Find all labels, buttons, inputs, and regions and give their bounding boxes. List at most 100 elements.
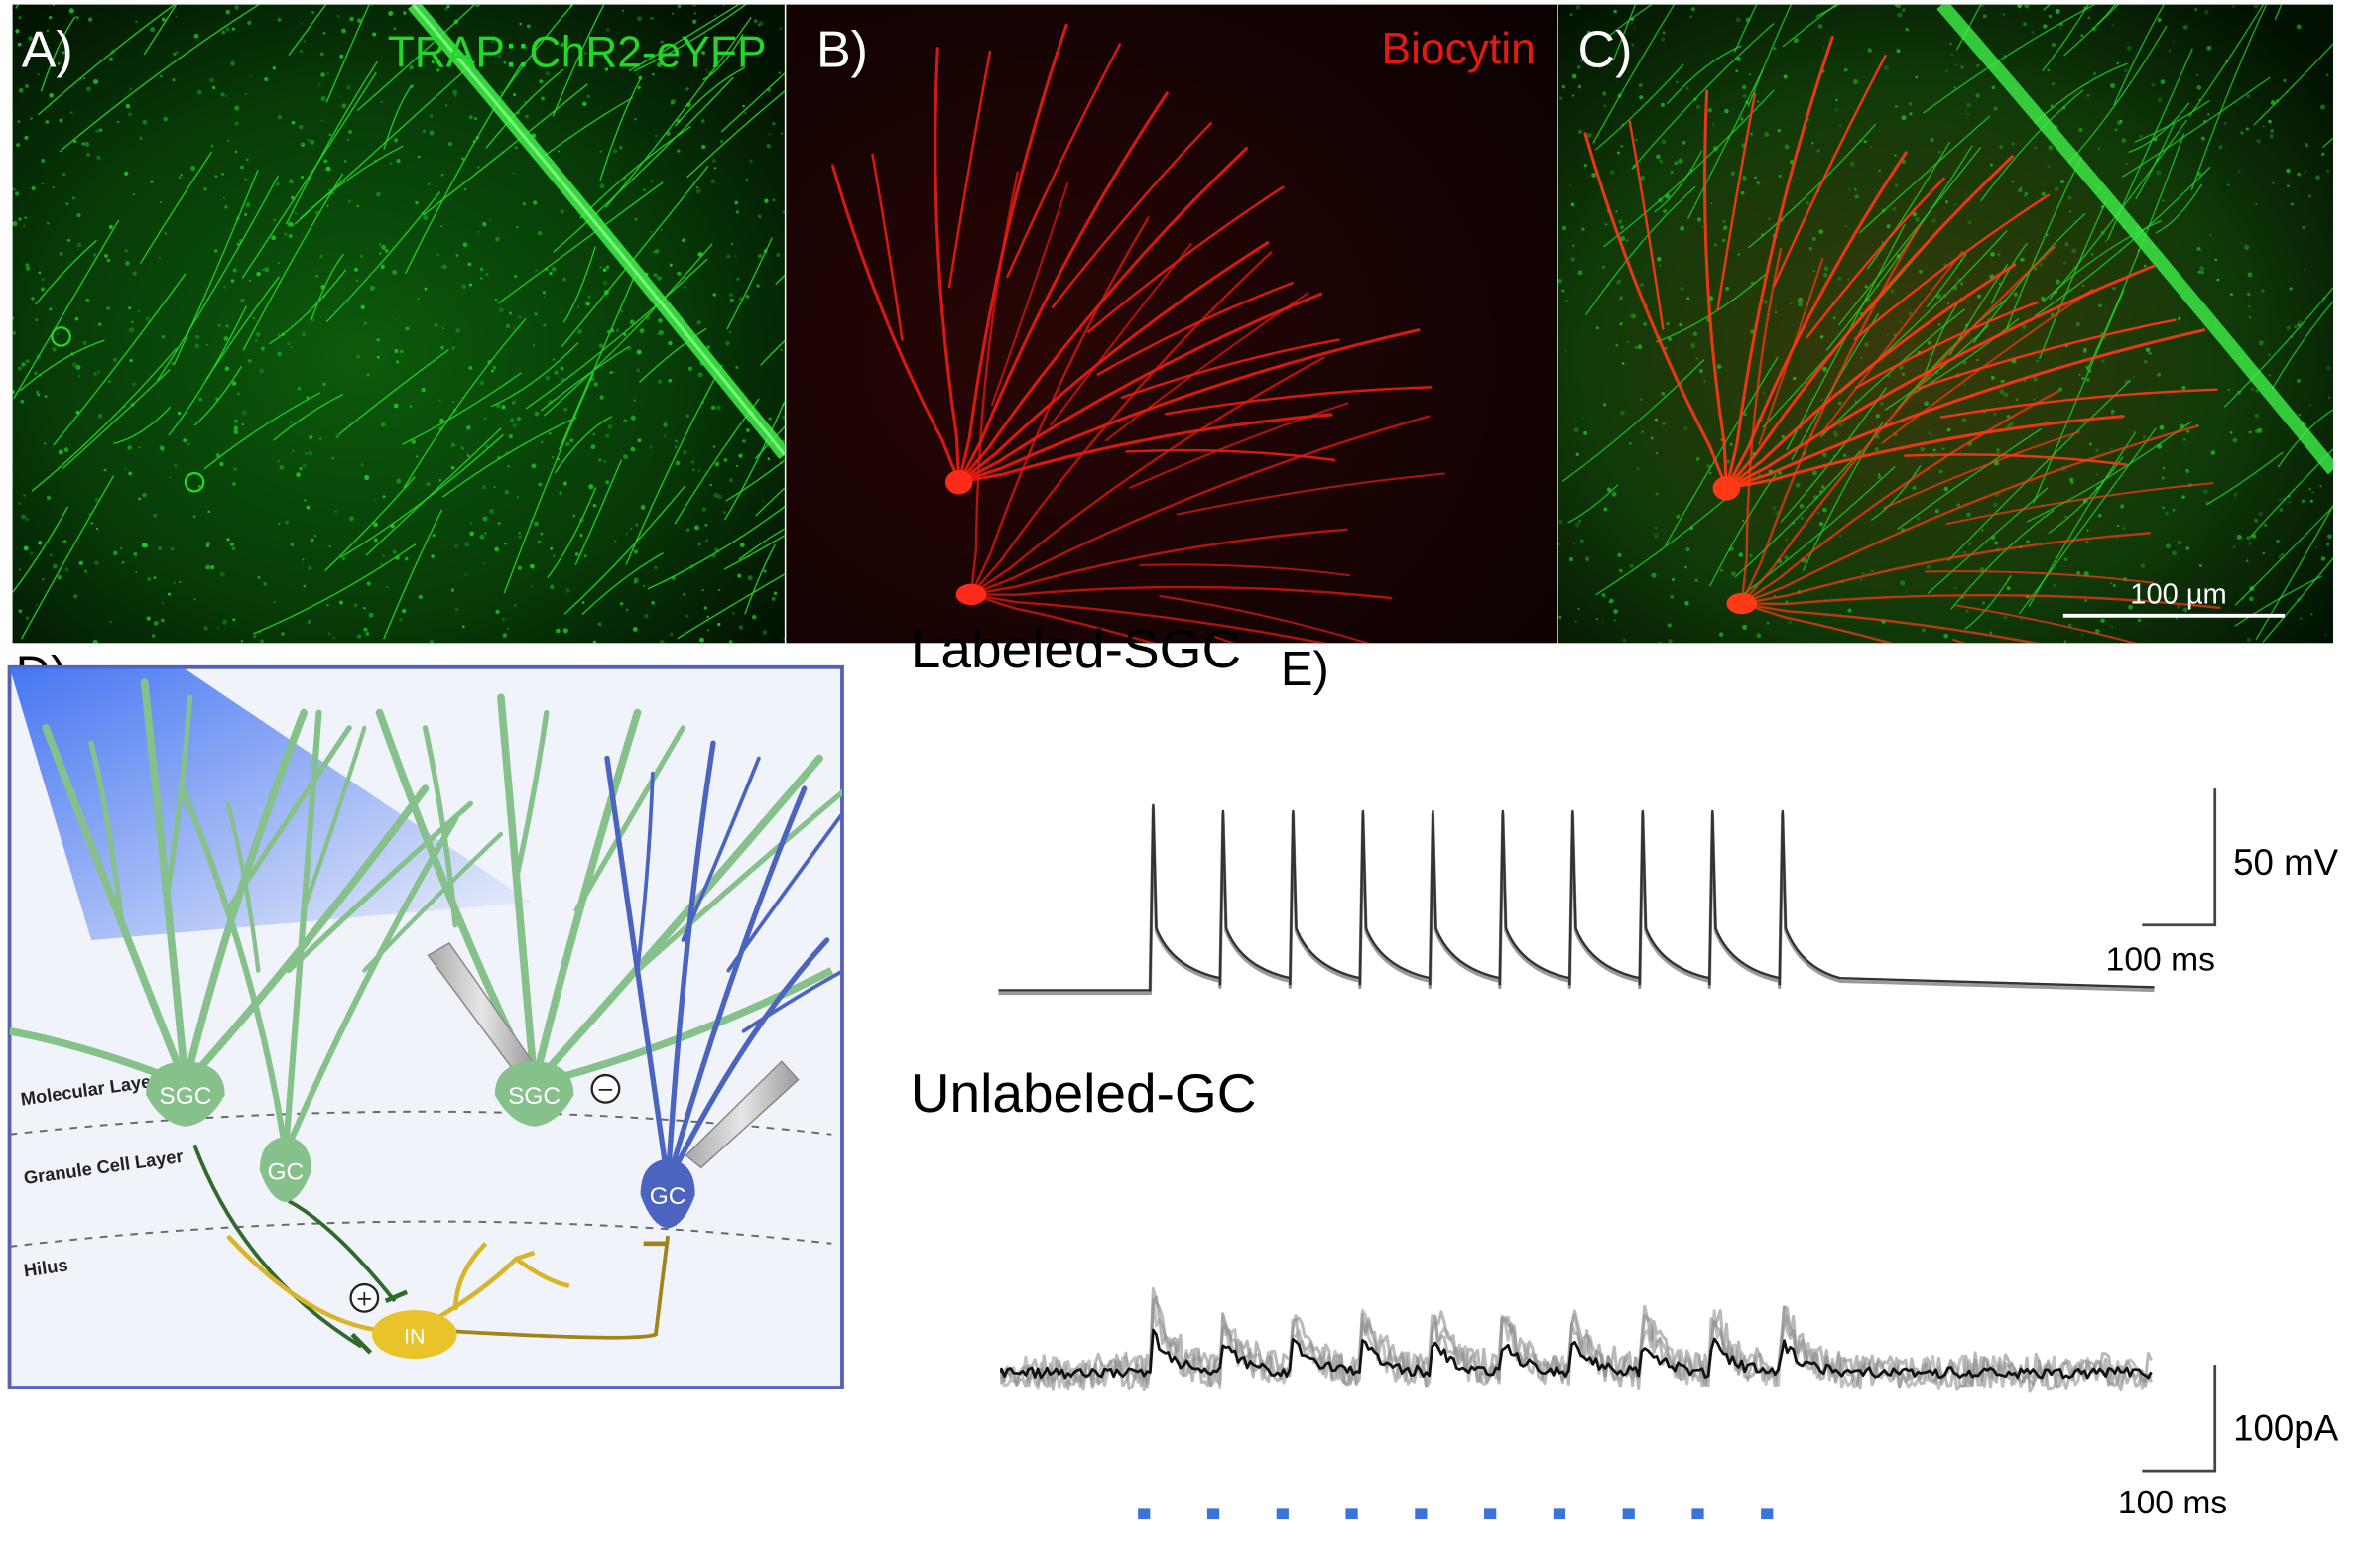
bouton	[455, 328, 461, 333]
bouton	[1933, 369, 1939, 375]
bouton	[328, 133, 332, 136]
bouton	[1668, 337, 1672, 341]
bouton	[2059, 179, 2065, 184]
bouton	[409, 405, 413, 408]
bouton	[195, 334, 200, 340]
axon-fiber	[403, 317, 527, 489]
dendrite-branch	[1628, 120, 1665, 330]
bouton	[2036, 360, 2039, 363]
bouton	[2304, 172, 2306, 175]
bouton	[2248, 305, 2251, 308]
bouton	[103, 468, 107, 472]
bouton	[1843, 67, 1848, 72]
bouton	[382, 495, 386, 499]
axon-fiber	[1561, 359, 1705, 482]
bouton	[1638, 83, 1643, 87]
axon-fiber	[273, 393, 344, 441]
bouton	[1639, 282, 1644, 287]
bouton	[1813, 495, 1818, 500]
bouton	[2289, 287, 2293, 291]
bouton	[452, 408, 455, 412]
bouton	[2225, 60, 2229, 63]
bouton	[2006, 414, 2011, 419]
bouton	[589, 59, 593, 62]
axon-fiber	[554, 416, 613, 474]
bouton	[93, 371, 98, 376]
bouton	[1789, 301, 1793, 305]
dendrite	[969, 356, 1325, 596]
bouton	[379, 252, 382, 255]
bouton	[1816, 149, 1820, 153]
bouton	[560, 208, 565, 214]
axon-fiber	[1923, 4, 2096, 114]
bouton	[630, 527, 633, 530]
bouton	[618, 145, 623, 150]
bouton	[551, 266, 557, 272]
bouton	[153, 576, 157, 580]
bouton	[780, 461, 783, 465]
bouton	[234, 121, 239, 126]
bouton	[1835, 98, 1838, 102]
bouton	[2258, 340, 2264, 346]
bouton	[2262, 125, 2265, 128]
bouton	[436, 253, 439, 256]
bouton	[1611, 491, 1617, 497]
bouton	[231, 381, 237, 386]
bouton	[2123, 68, 2128, 73]
axon-fiber	[339, 433, 504, 558]
bouton	[1575, 5, 1581, 10]
bouton	[2003, 55, 2006, 58]
bouton	[1685, 86, 1689, 90]
bouton	[2310, 613, 2313, 616]
bouton	[338, 600, 343, 605]
bouton	[2022, 21, 2028, 27]
bouton	[1694, 578, 1698, 583]
bouton	[81, 142, 85, 146]
bouton	[1603, 104, 1607, 108]
bouton	[135, 570, 138, 574]
bouton	[513, 603, 517, 608]
bouton	[1946, 427, 1951, 432]
bouton	[771, 597, 776, 601]
bouton	[272, 66, 276, 70]
bouton	[2039, 263, 2044, 268]
dendrite	[1724, 328, 2206, 490]
bouton	[623, 332, 627, 336]
bouton	[768, 133, 771, 136]
axon-fiber	[647, 505, 785, 590]
bouton	[1876, 284, 1880, 287]
dendrite-branch	[1120, 338, 1340, 399]
bouton	[1811, 470, 1817, 476]
bouton	[1764, 132, 1770, 137]
bouton	[519, 536, 522, 539]
bouton	[210, 565, 215, 569]
bouton	[1833, 432, 1838, 438]
bouton	[1788, 620, 1793, 625]
axon-fiber	[113, 406, 172, 445]
bouton	[1661, 139, 1667, 144]
bouton	[349, 16, 354, 22]
bouton	[1742, 624, 1748, 630]
bouton	[2137, 618, 2142, 623]
bouton	[1706, 463, 1711, 469]
bouton	[606, 329, 611, 334]
bouton	[716, 494, 722, 500]
bouton	[63, 447, 69, 452]
bouton	[1683, 426, 1688, 431]
bouton	[2067, 287, 2072, 291]
bouton	[236, 242, 240, 246]
bouton	[1901, 115, 1907, 121]
bouton	[1651, 572, 1657, 578]
bouton	[1558, 520, 1563, 524]
bouton	[2297, 379, 2301, 383]
bouton	[2268, 119, 2272, 124]
bouton	[481, 485, 487, 490]
bouton	[782, 210, 785, 214]
schematic-branch	[635, 771, 655, 973]
bouton	[52, 186, 55, 188]
bouton	[368, 612, 374, 618]
bouton	[542, 291, 546, 295]
bouton	[712, 64, 716, 68]
bouton	[2172, 508, 2176, 512]
bouton	[49, 92, 54, 98]
